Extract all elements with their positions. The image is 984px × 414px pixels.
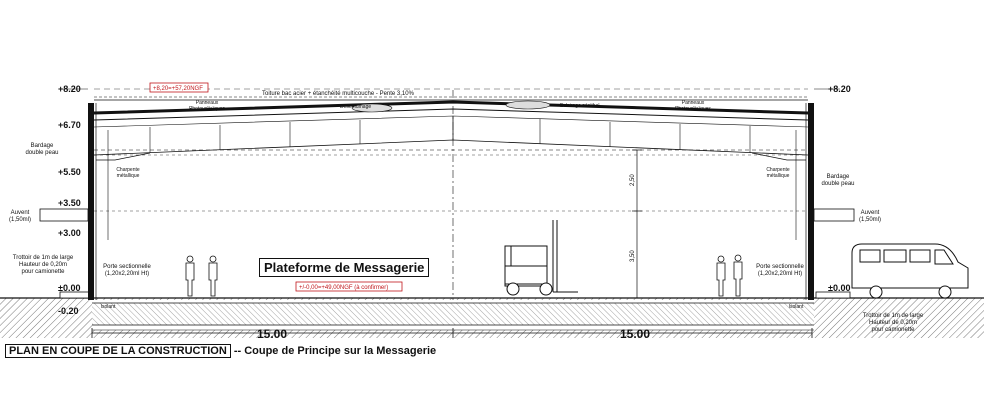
sidewalk-right	[815, 291, 851, 299]
person-figures	[185, 254, 743, 297]
van	[851, 243, 969, 299]
isolant-label-left: Isolant	[101, 304, 116, 310]
level-000-right: ±0.00	[828, 283, 850, 293]
canopy-right	[813, 208, 855, 222]
desenfumage-label: Désenfumage	[340, 104, 371, 110]
porte-label-left: Porte sectionnelle(1,20x2,20ml Ht)	[103, 264, 151, 277]
roof-ngf-box	[149, 82, 209, 93]
walls	[88, 103, 814, 300]
reference-lines	[60, 88, 840, 300]
auvent-label-left: Auvent(1,50ml)	[9, 210, 31, 223]
porte-label-right: Porte sectionnelle(1,20x2,20ml Ht)	[756, 264, 804, 277]
eclairage-label: Eclairage zénithal	[560, 103, 599, 109]
drawing-title: PLAN EN COUPE DE LA CONSTRUCTION -- Coup…	[5, 344, 436, 358]
dim-350: 3,50	[630, 250, 636, 262]
title-boxed: PLAN EN COUPE DE LA CONSTRUCTION	[5, 344, 231, 358]
level-020: -0.20	[58, 306, 79, 316]
level-300: +3.00	[58, 228, 81, 238]
annotations: +8,20=+57,20NGF Toiture bac acier + étan…	[153, 86, 650, 341]
title-rest: -- Coupe de Principe sur la Messagerie	[230, 345, 437, 357]
span-right: 15.00	[620, 327, 650, 341]
level-670: +6.70	[58, 120, 81, 130]
span-dimension	[91, 328, 813, 338]
isolant-label-right: Isolant	[789, 304, 804, 310]
roof-note: Toiture bac acier + étanchéité multicouc…	[262, 91, 415, 97]
truss	[93, 116, 809, 240]
level-000-left: ±0.00	[58, 283, 80, 293]
vertical-dimension	[632, 149, 642, 299]
level-labels: +8.20 +8.20 +6.70 +5.50 +3.50 +3.00 ±0.0…	[58, 84, 851, 316]
canopy-left	[39, 208, 89, 222]
level-820-right: +8.20	[828, 84, 851, 94]
platform-label: Plateforme de Messagerie	[259, 258, 430, 277]
floor-ngf-box	[295, 281, 403, 292]
forklift	[504, 220, 578, 296]
auvent-label-right: Auvent(1,50ml)	[859, 210, 881, 223]
dim-250: 2,50	[630, 174, 636, 186]
ground	[0, 297, 984, 338]
floor-ngf-label: +/-0,00=+49,00NGF (à confirmer)	[299, 285, 388, 291]
level-550: +5.50	[58, 167, 81, 177]
span-left: 15.00	[257, 327, 287, 341]
roof-ngf-label: +8,20=+57,20NGF	[153, 86, 203, 92]
level-820-left: +8.20	[58, 84, 81, 94]
level-350: +3.50	[58, 198, 81, 208]
